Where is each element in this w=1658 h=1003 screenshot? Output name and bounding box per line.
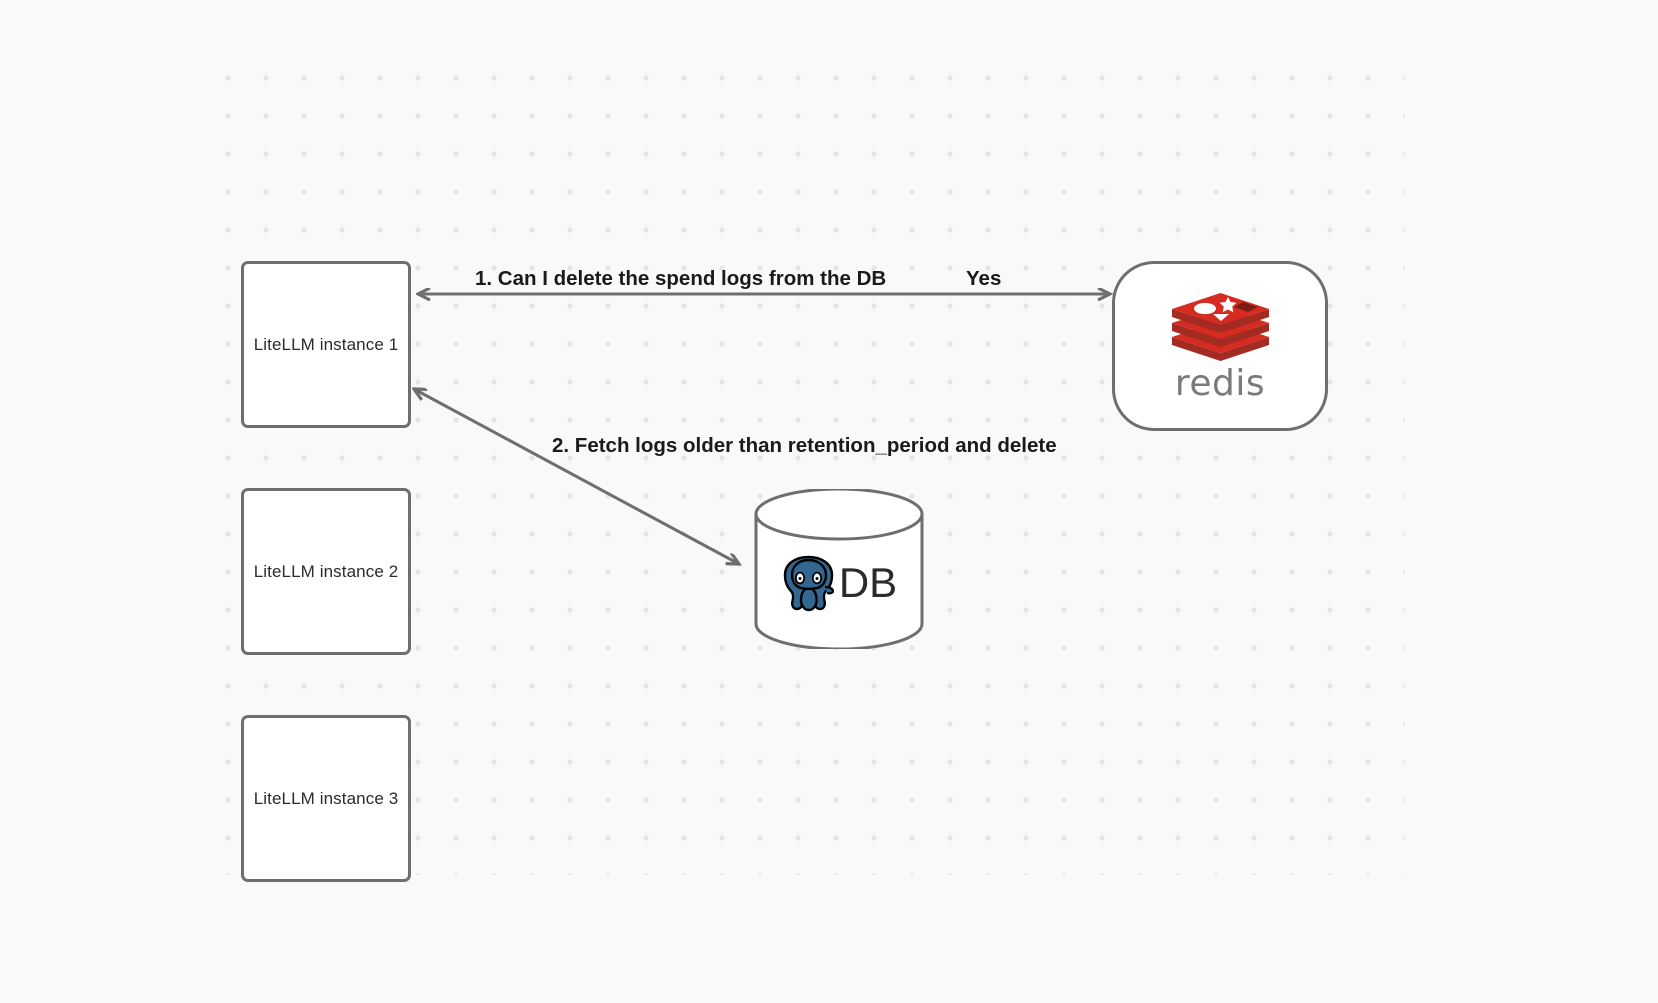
node-label: LiteLLM instance 2 xyxy=(253,561,399,581)
edge-label-fetch-delete: 2. Fetch logs older than retention_perio… xyxy=(552,434,1057,457)
cylinder-shape xyxy=(754,489,924,649)
node-litellm-instance-2[interactable]: LiteLLM instance 2 xyxy=(241,488,411,655)
node-redis[interactable]: redis xyxy=(1112,261,1328,431)
node-litellm-instance-1[interactable]: LiteLLM instance 1 xyxy=(241,261,411,428)
redis-logo-icon xyxy=(1171,293,1269,361)
node-label: LiteLLM instance 3 xyxy=(253,788,399,808)
node-label: LiteLLM instance 1 xyxy=(253,334,399,354)
redis-wordmark: redis xyxy=(1174,363,1266,404)
edge-label-answer: Yes xyxy=(966,267,1002,290)
db-label: DB xyxy=(838,559,898,606)
postgresql-elephant-icon xyxy=(783,555,834,612)
node-litellm-instance-3[interactable]: LiteLLM instance 3 xyxy=(241,715,411,882)
node-database[interactable]: DB xyxy=(753,489,925,649)
edge-litellm1-to-db xyxy=(414,389,739,564)
edge-label-question: 1. Can I delete the spend logs from the … xyxy=(475,267,887,290)
